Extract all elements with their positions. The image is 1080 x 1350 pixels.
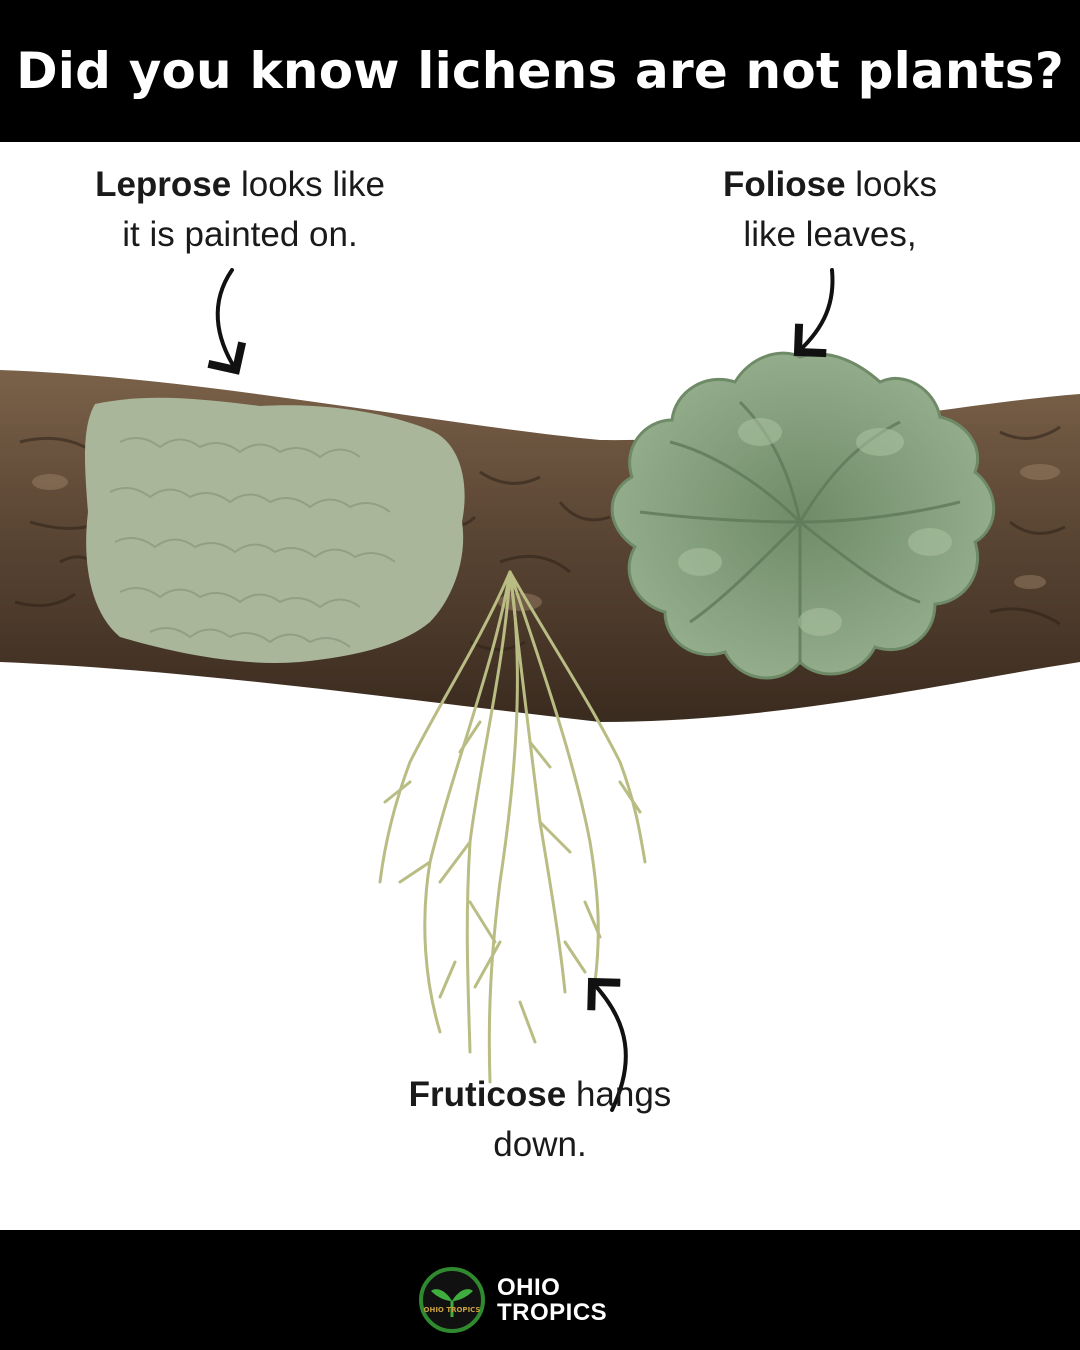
brand-name: OHIO TROPICS [497, 1275, 607, 1325]
fruticose-label: Fruticose [408, 1075, 567, 1114]
arrow-leprose [207, 268, 247, 375]
leprose-texture [109, 437, 396, 648]
leprose-text-2: it is painted on. [122, 215, 358, 254]
fruticose-caption: Fruticose hangs down. [340, 1070, 740, 1170]
footer-bar [0, 1230, 1080, 1350]
page-title: Did you know lichens are not plants? [16, 42, 1064, 100]
foliose-lichen [610, 351, 996, 680]
leaf-emblem-icon: OHIO TROPICS [419, 1267, 485, 1333]
title-banner: Did you know lichens are not plants? [0, 0, 1080, 142]
brand-line-1: OHIO [497, 1274, 561, 1301]
brand-line-2: TROPICS [497, 1299, 608, 1326]
foliose-caption: Foliose looks like leaves, [640, 160, 1020, 260]
leprose-text-1: looks like [231, 165, 385, 204]
leprose-label: Leprose [95, 165, 232, 204]
fruticose-text-2: down. [493, 1125, 587, 1164]
arrow-foliose [793, 268, 835, 358]
foliose-label: Foliose [723, 165, 846, 204]
emblem-text: OHIO TROPICS [424, 1306, 481, 1314]
leprose-caption: Leprose looks like it is painted on. [30, 160, 450, 260]
branch-illustration [0, 268, 1080, 1112]
arrow-fruticose [587, 977, 628, 1112]
leprose-lichen [84, 397, 465, 663]
foliose-text-2: like leaves, [743, 215, 917, 254]
lichen-illustration: Leprose looks like it is painted on. Fol… [0, 142, 1080, 1230]
foliose-text-1: looks [845, 165, 937, 204]
brand-logo: OHIO TROPICS OHIO TROPICS [419, 1267, 629, 1333]
fruticose-text-1: hangs [566, 1075, 672, 1114]
fruticose-lichen [378, 570, 647, 1084]
